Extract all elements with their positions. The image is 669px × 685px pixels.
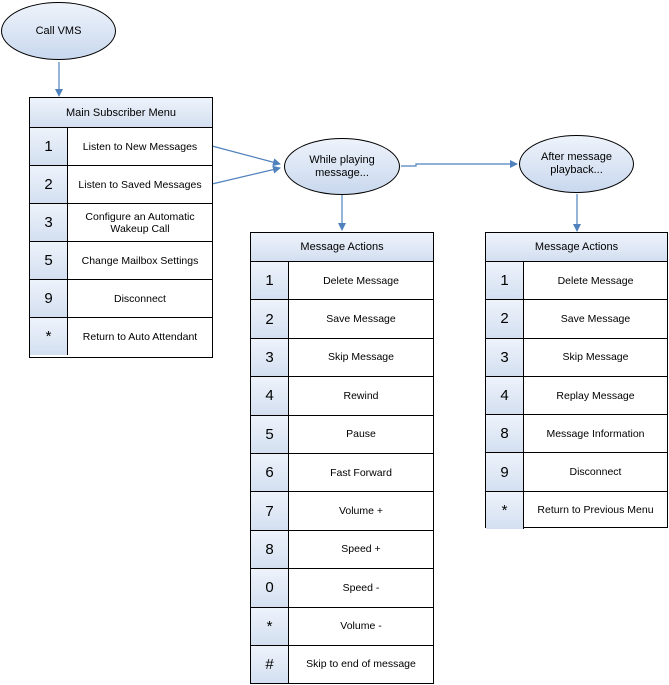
menu-label: Delete Message [557, 274, 634, 287]
playing-action-row: 4 Rewind [251, 377, 433, 416]
playing-action-row: 6 Fast Forward [251, 453, 433, 493]
menu-label: Message Information [546, 427, 645, 440]
after-action-row: 2 Save Message [486, 300, 667, 339]
after-action-row: * Return to Previous Menu [486, 491, 667, 529]
after-playback-actions-menu: Message Actions 1 Delete Message 2 Save … [485, 232, 668, 529]
menu-key: 9 [486, 453, 524, 491]
menu-label: Save Message [326, 313, 396, 326]
menu-label: Speed - [342, 581, 380, 594]
menu-label: Skip Message [562, 351, 629, 364]
main-menu-title: Main Subscriber Menu [30, 98, 212, 128]
playing-action-row: 7 Volume + [251, 492, 433, 531]
playing-action-row: 0 Speed - [251, 569, 433, 608]
playing-action-row: # Skip to end of message [251, 645, 433, 683]
menu-key: 2 [486, 300, 524, 338]
playing-action-row: 2 Save Message [251, 300, 433, 339]
main-subscriber-menu: Main Subscriber Menu 1 Listen to New Mes… [29, 97, 213, 358]
menu-label: Save Message [560, 312, 631, 325]
after-action-row: 1 Delete Message [486, 262, 667, 301]
menu-key: * [251, 607, 289, 645]
menu-key: 4 [251, 377, 289, 415]
main-menu-row: 9 Disconnect [30, 280, 212, 318]
menu-label: Rewind [343, 389, 379, 402]
menu-label: Speed + [341, 543, 381, 556]
while-playing-label: While playing message... [309, 153, 375, 179]
menu-key: 3 [486, 338, 524, 376]
menu-key: 1 [486, 262, 524, 300]
menu-key: # [251, 645, 289, 683]
menu-key: 4 [486, 376, 524, 415]
menu-label: Volume - [340, 620, 382, 633]
menu-key: 9 [30, 280, 68, 317]
menu-label: Disconnect [114, 292, 166, 305]
playing-action-row: 5 Pause [251, 415, 433, 454]
after-action-row: 8 Message Information [486, 415, 667, 454]
after-action-row: 4 Replay Message [486, 376, 667, 416]
menu-key: 8 [251, 530, 289, 569]
menu-key: 7 [251, 492, 289, 530]
menu-key: 3 [251, 338, 289, 377]
after-playback-label: After message playback... [541, 151, 612, 176]
playing-action-row: 3 Skip Message [251, 338, 433, 378]
arrow-new-messages-to-playing [211, 145, 281, 167]
menu-key: 0 [251, 569, 289, 607]
main-menu-row: 3 Configure an Automatic Wakeup Call [30, 204, 212, 242]
menu-label: Configure an Automatic Wakeup Call [85, 210, 195, 235]
menu-label: Skip Message [328, 351, 394, 364]
menu-key: 2 [30, 166, 68, 203]
while-playing-node: While playing message... [284, 138, 400, 195]
menu-key: * [30, 318, 68, 355]
menu-label: Listen to Saved Messages [78, 178, 202, 191]
menu-label: Disconnect [569, 466, 622, 479]
playing-actions-title: Message Actions [251, 233, 433, 262]
playing-action-row: 8 Speed + [251, 530, 433, 570]
after-actions-title: Message Actions [486, 233, 667, 262]
menu-key: 1 [251, 262, 289, 300]
menu-key: 6 [251, 453, 289, 492]
playing-action-row: * Volume - [251, 607, 433, 646]
menu-label: Change Mailbox Settings [81, 254, 199, 267]
menu-key: * [486, 491, 524, 529]
after-action-row: 9 Disconnect [486, 453, 667, 492]
main-menu-row: 1 Listen to New Messages [30, 128, 212, 166]
main-menu-row: * Return to Auto Attendant [30, 318, 212, 355]
main-menu-row: 2 Listen to Saved Messages [30, 166, 212, 204]
playing-message-actions-menu: Message Actions 1 Delete Message 2 Save … [250, 232, 434, 684]
menu-label: Return to Previous Menu [537, 504, 654, 517]
menu-label: Return to Auto Attendant [82, 330, 198, 343]
menu-key: 1 [30, 128, 68, 165]
call-vms-node: Call VMS [1, 2, 116, 60]
arrow-saved-messages-to-playing [211, 165, 281, 185]
menu-label: Fast Forward [330, 466, 392, 479]
menu-label: Listen to New Messages [82, 140, 198, 153]
menu-key: 8 [486, 415, 524, 453]
menu-label: Volume + [338, 505, 384, 518]
arrow-playing-to-after [401, 160, 518, 168]
menu-key: 5 [251, 415, 289, 453]
menu-label: Skip to end of message [306, 658, 416, 671]
menu-label: Delete Message [323, 274, 399, 287]
menu-key: 3 [30, 204, 68, 241]
after-action-row: 3 Skip Message [486, 338, 667, 377]
menu-label: Pause [346, 428, 376, 441]
menu-label: Replay Message [556, 389, 635, 402]
after-playback-node: After message playback... [519, 135, 634, 193]
main-menu-row: 5 Change Mailbox Settings [30, 242, 212, 280]
call-vms-label: Call VMS [35, 24, 82, 37]
playing-action-row: 1 Delete Message [251, 262, 433, 301]
menu-key: 2 [251, 300, 289, 338]
menu-key: 5 [30, 242, 68, 279]
